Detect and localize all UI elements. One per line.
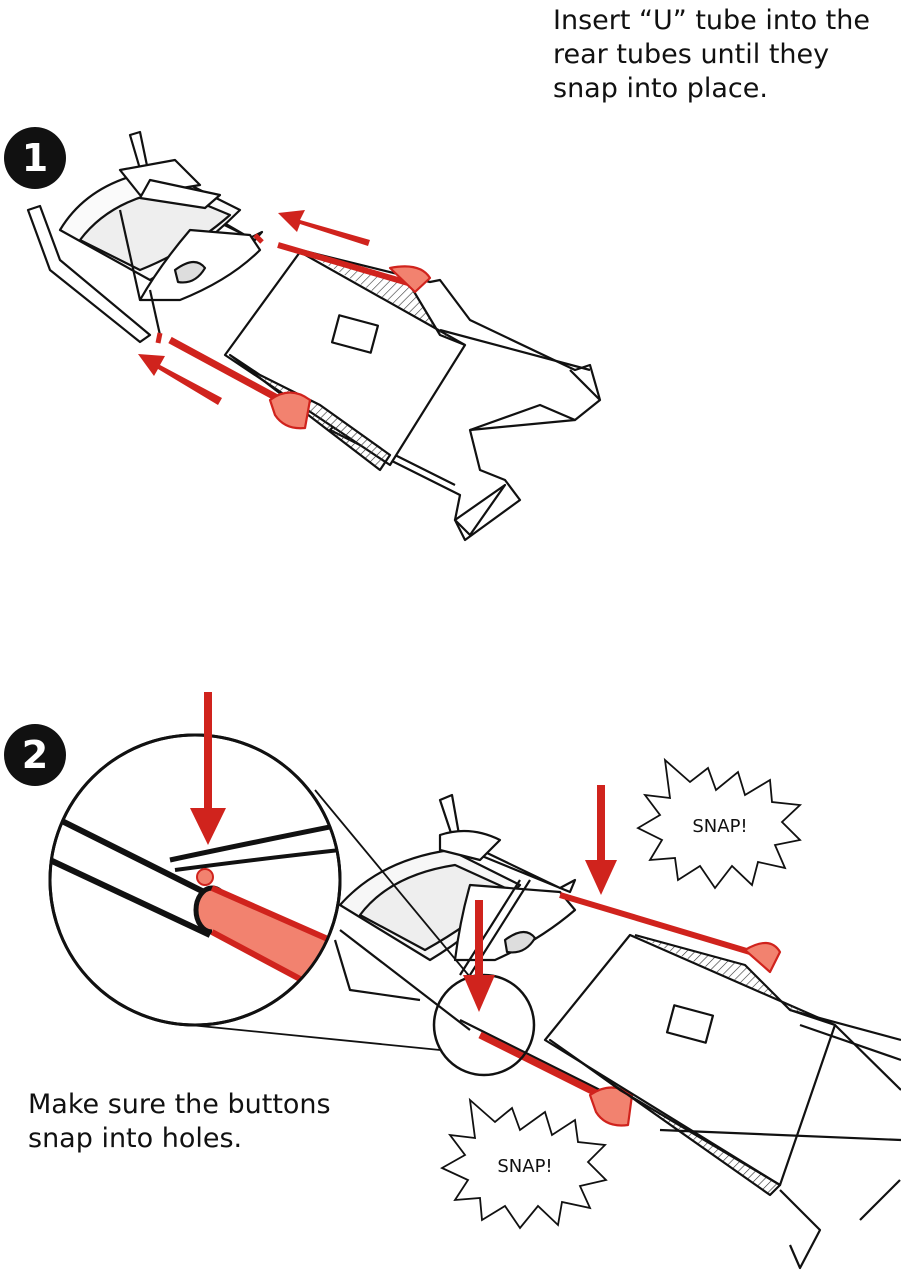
zoom-connector-bottom	[189, 1024, 441, 1051]
seat-frame	[26, 130, 264, 344]
insert-arrow-lower	[138, 354, 222, 405]
snap-label-lower: SNAP!	[497, 1156, 552, 1177]
assembled-chair	[333, 793, 901, 1270]
snap-burst-upper: SNAP!	[636, 757, 803, 890]
press-arrow-detail	[190, 692, 226, 845]
step-2-badge: 2	[4, 724, 66, 786]
insert-arrow-upper	[278, 210, 370, 246]
snap-burst-lower: SNAP!	[440, 1097, 608, 1230]
step-1-illustration	[26, 130, 602, 542]
magnified-detail	[48, 733, 342, 1027]
step-1-instruction: Insert “U” tube into the rear tubes unti…	[553, 5, 870, 104]
zoom-connector-top	[314, 789, 471, 978]
u-tube-assembly	[168, 242, 602, 542]
snap-label-upper: SNAP!	[692, 816, 747, 837]
press-arrow-rear	[585, 785, 617, 895]
step-2-instruction: Make sure the buttons snap into holes.	[28, 1089, 331, 1154]
press-arrow-front	[463, 900, 495, 1012]
step-1-badge: 1	[4, 127, 66, 189]
